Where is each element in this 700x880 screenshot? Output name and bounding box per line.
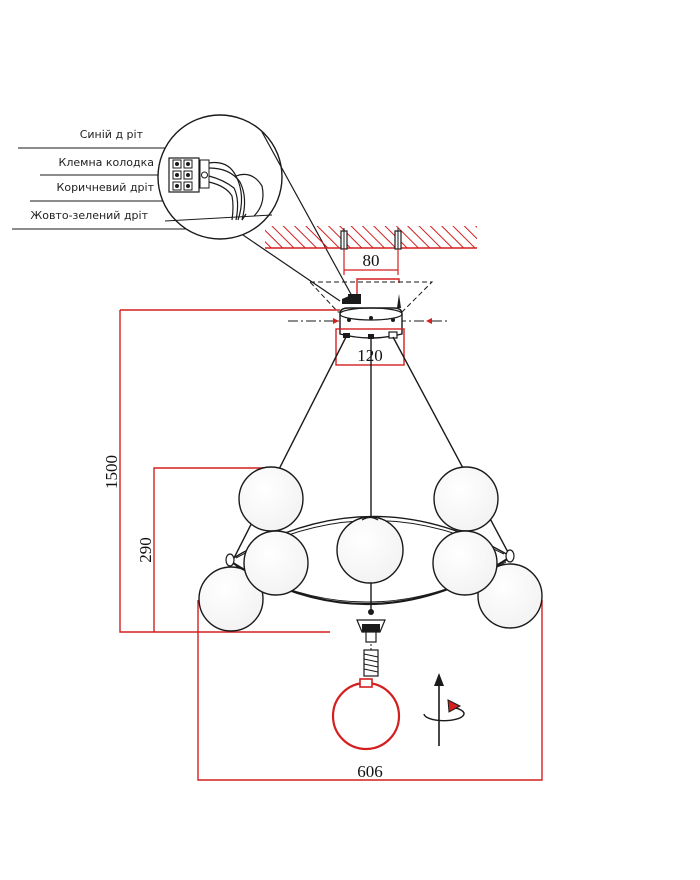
overall-height-value: 1500 xyxy=(102,455,121,489)
canopy-diameter-value: 120 xyxy=(357,346,383,365)
globe-back-right xyxy=(433,466,499,532)
canopy-assembly: 120 xyxy=(288,278,449,366)
cable-left xyxy=(232,336,347,561)
socket-assembly xyxy=(331,619,401,751)
socket-cap-fill xyxy=(362,624,380,632)
mounting-screw xyxy=(397,294,401,308)
magnifier-tangent-line-right xyxy=(261,131,353,297)
globe-front-left xyxy=(243,530,309,596)
detail-wires xyxy=(208,161,264,221)
yellow-green-wire-label: Жовто-зелений дріт xyxy=(30,209,148,222)
globe-outer-left xyxy=(198,566,264,632)
canopy-arrow-left xyxy=(333,318,339,324)
canopy-arrow-right xyxy=(426,318,432,324)
socket-neck xyxy=(365,631,377,643)
canopy-cable-grip-left xyxy=(343,333,350,338)
overall-height-line xyxy=(119,310,330,633)
mounting-bracket-clip xyxy=(342,296,349,304)
rotate-install-icon xyxy=(423,699,465,722)
ring-joint-right xyxy=(505,549,515,563)
mounting-bracket-block xyxy=(348,294,361,304)
terminal-block-label: Клемна колодка xyxy=(59,156,154,169)
overall-width-line xyxy=(197,600,543,781)
bracket-indicator xyxy=(356,278,400,296)
globe-center-neck xyxy=(361,516,379,521)
terminal-block-icon xyxy=(168,157,210,193)
ceiling-hatch xyxy=(265,226,477,248)
ring-joint-left xyxy=(225,553,235,567)
height-dimensions xyxy=(119,309,543,781)
canopy-body xyxy=(339,307,403,339)
brown-wire-label-group: Коричневий дріт xyxy=(30,181,174,204)
up-arrow-icon xyxy=(434,673,444,746)
canopy-cable-grip-center xyxy=(368,334,374,339)
socket-thread xyxy=(363,649,379,677)
globe-front-center xyxy=(336,516,404,584)
ceiling-anchor-right xyxy=(394,228,402,252)
magnifier-tangent-line-left xyxy=(242,234,341,302)
wiring-callout: Синій д ріт Клемна колодка Коричневий др… xyxy=(12,114,353,302)
globe-back-left xyxy=(238,466,304,532)
detail-magnifier-circle xyxy=(157,114,283,240)
terminal-block-label-group: Клемна колодка xyxy=(40,156,174,178)
fixture-body xyxy=(198,466,543,632)
bulb-outline-icon xyxy=(331,678,401,751)
blue-wire-label-group: Синій д ріт xyxy=(18,128,172,151)
cable-center-anchor xyxy=(368,609,374,615)
canopy-dimension-box xyxy=(335,328,405,366)
mount-spacing-dimension: 80 xyxy=(343,249,399,275)
detail-ceiling-plate-edge xyxy=(164,214,273,222)
globe-outer-right xyxy=(477,563,543,629)
brown-wire-label: Коричневий дріт xyxy=(57,181,155,194)
overall-width-value: 606 xyxy=(357,762,383,781)
ceiling-anchor-left xyxy=(340,228,348,252)
body-height-value: 290 xyxy=(136,537,155,563)
ceiling-section: 80 xyxy=(265,226,477,275)
mount-spacing-value: 80 xyxy=(363,251,380,270)
globe-front-right xyxy=(432,530,498,596)
body-height-line xyxy=(153,467,272,632)
blue-wire-label: Синій д ріт xyxy=(80,128,144,141)
